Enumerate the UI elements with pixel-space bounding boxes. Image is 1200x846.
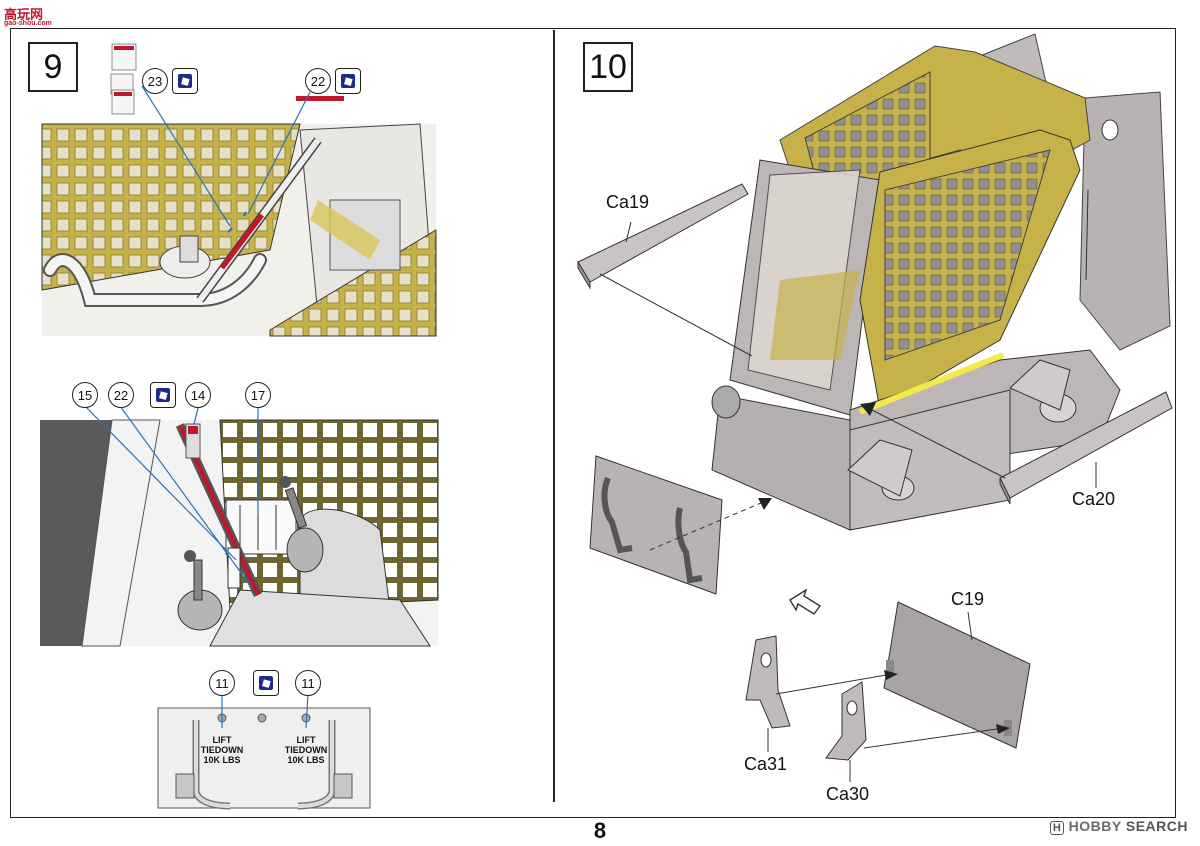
decal-icon <box>335 68 361 94</box>
page-number: 8 <box>593 818 607 843</box>
part-ca30 <box>825 681 867 761</box>
part-label-ca31: Ca31 <box>744 754 788 774</box>
column-divider <box>553 30 555 802</box>
callout-14: 14 <box>185 382 211 408</box>
page-frame <box>10 28 1176 818</box>
part-ca20 <box>999 391 1173 505</box>
tiedown-label-left: LIFT TIEDOWN 10K LBS <box>200 735 244 765</box>
hobby-search-mark: H <box>1049 821 1065 835</box>
callout-11: 11 <box>209 670 235 696</box>
decal-sheet-thumbnails <box>110 43 344 115</box>
callout-22: 22 <box>305 68 331 94</box>
step-9-number: 9 <box>28 42 78 92</box>
watermark-site-name: 高玩网 <box>4 7 44 22</box>
callout-22: 22 <box>108 382 134 408</box>
step9-middle-illustration <box>40 419 439 647</box>
decal-icon <box>172 68 198 94</box>
callout-15: 15 <box>72 382 98 408</box>
decal-icon <box>150 382 176 408</box>
part-label-ca19: Ca19 <box>606 192 650 212</box>
step9-bottom-illustration <box>157 707 371 810</box>
part-ca31 <box>745 635 791 729</box>
step9-top-illustration <box>41 123 437 337</box>
part-label-ca20: Ca20 <box>1072 489 1116 509</box>
decal-icon <box>253 670 279 696</box>
part-ca19 <box>577 183 749 290</box>
watermark-url: gao-shou.com <box>4 20 52 27</box>
step-10-number: 10 <box>583 42 633 92</box>
part-back-plate-assembled <box>589 455 723 595</box>
hobby-search-logo: H HOBBY SEARCH <box>1049 818 1188 835</box>
callout-17: 17 <box>245 382 271 408</box>
part-label-ca30: Ca30 <box>826 784 870 804</box>
step10-cab-assembly <box>711 33 1171 531</box>
part-c19 <box>883 601 1031 749</box>
direction-arrow-icon <box>789 588 822 615</box>
callout-23: 23 <box>142 68 168 94</box>
callout-11: 11 <box>295 670 321 696</box>
part-label-c19: C19 <box>951 589 985 609</box>
tiedown-label-right: LIFT TIEDOWN 10K LBS <box>284 735 328 765</box>
